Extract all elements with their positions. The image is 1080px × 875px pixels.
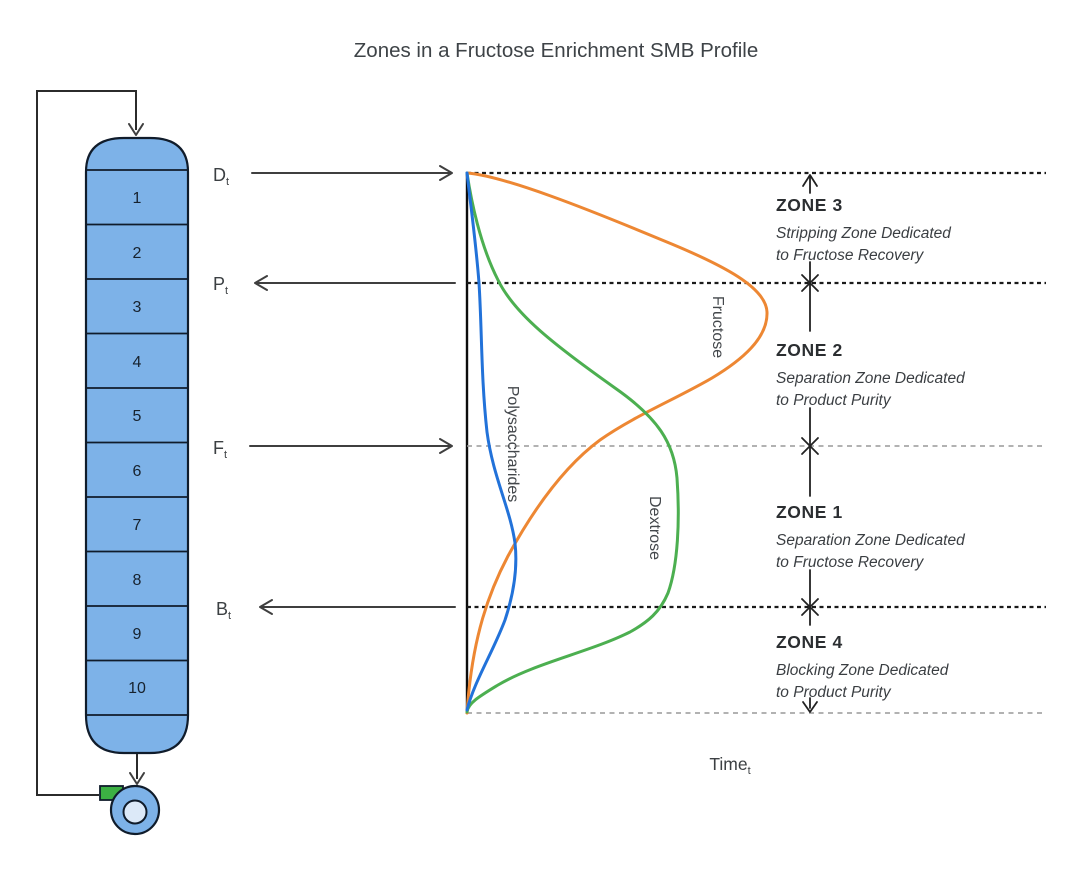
zone2-label-group: ZONE 2 Separation Zone Dedicated to Prod… [776, 340, 966, 409]
recycle-loop-line [36, 90, 137, 796]
pump-inner-circle-icon [122, 799, 148, 825]
zone4-desc-line1: Blocking Zone Dedicated [776, 662, 950, 679]
pump-assembly [99, 754, 161, 836]
zone2-zone1-x-mark-icon [801, 437, 819, 455]
zone1-label-group: ZONE 1 Separation Zone Dedicated to Fruc… [776, 502, 966, 571]
column-cell-numbers: 1 2 3 4 5 6 7 8 9 10 [128, 190, 146, 697]
port-label-desorbent: Dt [213, 165, 229, 188]
dextrose-curve [465, 171, 680, 714]
polysaccharides-curve-label: Polysaccharides [504, 386, 521, 503]
zone3-label-group: ZONE 3 Stripping Zone Dedicated to Fruct… [776, 195, 952, 264]
loop-arrowhead-into-column-icon [128, 123, 144, 136]
feed-arrowhead-right-icon [439, 438, 453, 454]
zone3-heading: ZONE 3 [776, 195, 843, 215]
zone1-desc-line1: Separation Zone Dedicated [776, 532, 966, 549]
zone1-zone4-x-mark-icon [801, 598, 819, 616]
zone4-label-group: ZONE 4 Blocking Zone Dedicated to Produc… [776, 632, 950, 701]
cell-label-3: 3 [133, 299, 142, 316]
port-label-blocking: Bt [216, 599, 231, 622]
cell-label-8: 8 [133, 572, 142, 589]
zone2-desc-line1: Separation Zone Dedicated [776, 370, 966, 387]
dextrose-curve-label: Dextrose [646, 496, 663, 560]
zone4-heading: ZONE 4 [776, 632, 843, 652]
cell-label-2: 2 [133, 245, 142, 262]
column-cell-separators [86, 169, 188, 716]
zone3-up-arrowhead-icon [802, 174, 818, 187]
zone1-heading: ZONE 1 [776, 502, 843, 522]
polysaccharides-curve [465, 171, 518, 712]
zone4-desc-line2: to Product Purity [776, 684, 892, 701]
cell-label-7: 7 [133, 517, 142, 534]
zone3-zone2-x-mark-icon [801, 274, 819, 292]
cell-label-10: 10 [128, 680, 146, 697]
port-labels: Dt Pt Ft Bt [213, 165, 456, 622]
fructose-curve [465, 171, 769, 715]
column-body [84, 136, 190, 755]
smb-column: 1 2 3 4 5 6 7 8 9 10 [84, 136, 190, 755]
cell-label-1: 1 [133, 190, 142, 207]
zone3-desc-line1: Stripping Zone Dedicated [776, 225, 952, 242]
zone-annotations: ZONE 3 Stripping Zone Dedicated to Fruct… [776, 174, 966, 713]
blocking-arrowhead-left-icon [259, 599, 273, 615]
port-label-product: Pt [213, 274, 228, 297]
zone4-down-arrowhead-icon [802, 701, 818, 713]
cell-label-4: 4 [133, 354, 142, 371]
x-axis-label: Timet [709, 754, 750, 777]
diagram-title: Zones in a Fructose Enrichment SMB Profi… [354, 39, 758, 62]
cell-label-6: 6 [133, 463, 142, 480]
zone1-desc-line2: to Fructose Recovery [776, 554, 925, 571]
zone2-desc-line2: to Product Purity [776, 392, 892, 409]
recycle-loop [36, 90, 144, 796]
zone3-desc-line2: to Fructose Recovery [776, 247, 925, 264]
pump-inlet-arrowhead-icon [129, 772, 145, 785]
desorbent-arrowhead-right-icon [439, 165, 453, 181]
fructose-curve-label: Fructose [709, 296, 726, 358]
cell-label-9: 9 [133, 626, 142, 643]
zone2-heading: ZONE 2 [776, 340, 843, 360]
port-label-feed: Ft [213, 438, 227, 461]
product-arrowhead-left-icon [254, 275, 268, 291]
cell-label-5: 5 [133, 408, 142, 425]
profile-chart: Fructose Dextrose Polysaccharides Timet [465, 171, 1046, 777]
